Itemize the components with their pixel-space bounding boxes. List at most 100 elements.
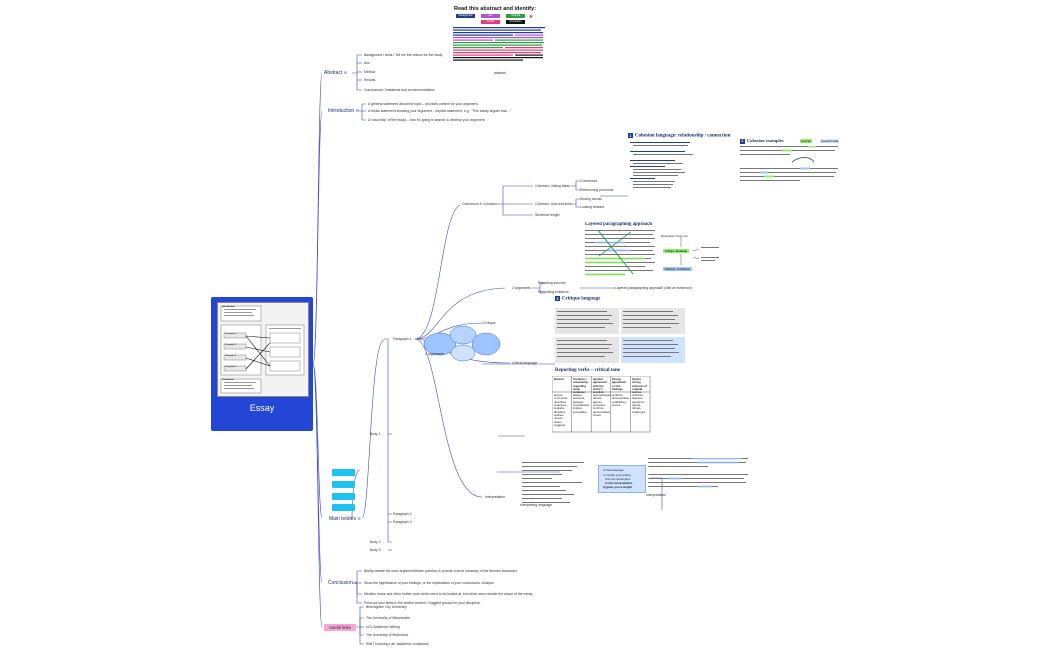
presenting-evidence-node[interactable]: Presenting evidence: [538, 290, 569, 294]
interp-box-line-4: to the interpretation: [605, 481, 633, 485]
chip-results: results: [481, 20, 500, 24]
useful-link-2[interactable]: The University of Manchester: [366, 616, 411, 620]
tag-research-data: research data: [820, 139, 840, 143]
coherence-sub-1[interactable]: Connectors: [580, 179, 598, 183]
body-marker-2: [332, 481, 355, 488]
branch-main-bodies[interactable]: Main bodies ⊖: [329, 516, 361, 522]
branch-introduction-label: Introduction: [328, 108, 355, 114]
tag-sources: sources: [800, 139, 812, 143]
arguments-node[interactable]: 2 arguments: [512, 286, 531, 290]
central-topic-essay[interactable]: Introduction Paragraph 1 Paragraph 2 Par…: [211, 297, 313, 431]
coherence-item-2[interactable]: Cohesion: flow and links: [535, 202, 572, 206]
reporting-header-5: Shows strong criticism of original sourc…: [632, 377, 647, 394]
chip-background: background: [456, 14, 475, 18]
paragraph-2-node[interactable]: Paragraph 2: [393, 512, 412, 516]
reporting-cell-2: alleges, assumes, believes, hypothesises…: [573, 393, 591, 414]
body-2-node[interactable]: Body 2: [370, 540, 381, 544]
critical-language-node[interactable]: Critical language: [512, 361, 538, 365]
abstract-item-1[interactable]: Background / Aims / Tell me the reason f…: [364, 53, 443, 57]
useful-link-5[interactable]: RMIT Learning Lab: academic vocabulary: [366, 642, 429, 646]
coherence-item-1[interactable]: Cohesion: linking ideas: [535, 184, 570, 188]
layered-title: Layered paragraphing approach: [585, 222, 652, 227]
conclusion-item-1[interactable]: Briefly restate the main argument/thesis…: [364, 569, 518, 573]
coherence-node[interactable]: Coherence & Cohesion: [462, 202, 498, 206]
interpreting-language-caption: Interpreting language: [520, 503, 553, 507]
doc-label-paragraph-3: Paragraph 3: [225, 355, 237, 357]
branch-useful-links[interactable]: Useful links: [324, 624, 356, 631]
branch-abstract[interactable]: Abstract ⊖: [324, 70, 347, 76]
interpretation-note-caption: Interpretation: [646, 493, 666, 497]
branch-conclusion-label: Conclusion: [328, 580, 353, 586]
cohesion-examples-text: [740, 146, 838, 181]
reporting-header-1: Neutral: [554, 377, 564, 381]
interp-box-line-2: 1) Create your writing: [603, 473, 631, 477]
paragraph-3-node[interactable]: Paragraph 3: [393, 520, 412, 524]
critique-panel-4: [621, 337, 685, 363]
interp-box-line-1: In this language:: [603, 468, 625, 472]
conclusion-item-3[interactable]: Mention future and other further work wh…: [364, 592, 534, 596]
critique-panel-1: [555, 308, 619, 334]
reporting-header-4: Strong agreement on the findings: [612, 377, 627, 392]
doc-label-paragraph-1: Paragraph 1: [225, 333, 237, 335]
coherence-sub-2[interactable]: Referencing pronouns: [580, 188, 614, 192]
argument-bubbles: [423, 325, 501, 362]
abstract-item-4[interactable]: Results: [364, 78, 376, 82]
reporting-verbs-table: [552, 376, 651, 433]
tag-critique: Critique: Evaluate: [663, 249, 690, 253]
coherence-item-3[interactable]: Sentence length: [535, 213, 560, 217]
useful-link-4[interactable]: The University of Melbourne: [366, 633, 409, 637]
intro-item-3[interactable]: A 'road map' of the essay – how it's goi…: [368, 118, 486, 122]
layered-card: Layered paragraphing approach Descriptio…: [585, 222, 720, 284]
critique-node[interactable]: Critique: [484, 321, 496, 325]
collapse-icon[interactable]: ⊖: [355, 108, 359, 113]
essay-structure-thumbnail: Introduction Paragraph 1 Paragraph 2 Par…: [217, 302, 309, 397]
body-1-node[interactable]: Body 1: [370, 432, 381, 436]
intro-item-1[interactable]: A general statement about the topic – pr…: [368, 102, 479, 106]
reporting-verbs-title: Reporting verbs – critical tone: [555, 368, 620, 373]
collapse-icon[interactable]: ⊖: [357, 516, 361, 521]
doc-label-conclusion: Conclusion: [222, 379, 234, 381]
cohesion-examples-title-text: Cohesion examples: [746, 138, 784, 143]
layered-text-block: [585, 230, 655, 276]
interp-box-line-3: from the description: [605, 477, 631, 481]
abstract-item-3[interactable]: Method: [364, 70, 376, 74]
body-3-node[interactable]: Body 3: [370, 548, 381, 552]
abstract-item-2[interactable]: Aim: [364, 61, 370, 65]
useful-link-1[interactable]: Birmingham City University: [366, 605, 407, 609]
critique-panel-3: [555, 337, 619, 363]
two-arguments-label: 2 arguments: [425, 352, 444, 356]
layered-caption: Layered paragraphing approach (with an e…: [615, 286, 692, 290]
doc-label-paragraph-2: Paragraph 2: [225, 344, 237, 346]
abstract-item-5[interactable]: Conclusions / limitations and recommenda…: [364, 88, 435, 92]
intro-item-2[interactable]: A thesis statement showing your argument…: [368, 109, 512, 113]
cohesion-text-block: [630, 142, 693, 188]
card-number-icon: 3: [555, 296, 560, 301]
paragraph-1-node[interactable]: Paragraph 1: [393, 337, 412, 341]
chevron-left-icon[interactable]: ⊖: [343, 70, 348, 75]
abstract-caption: abstract: [494, 71, 507, 75]
abstract-text-block: [453, 27, 545, 61]
branch-conclusion[interactable]: Conclusion ⊖: [328, 580, 358, 586]
conclusion-item-2[interactable]: Show the significance of your findings, …: [364, 581, 495, 585]
chip-conclusion: conclusion: [506, 20, 525, 24]
coherence-sub-4[interactable]: Looking forward: [580, 205, 605, 209]
reporting-cell-3: acknowledges, admits, agrees, concedes, …: [593, 393, 612, 418]
interpretation-node[interactable]: Interpretation: [485, 495, 505, 499]
useful-link-3[interactable]: UCL Academic Writing: [366, 625, 400, 629]
collapse-icon[interactable]: ⊖: [354, 580, 358, 585]
coherence-sub-3[interactable]: Moving across: [580, 197, 602, 201]
reporting-sources-node[interactable]: Reporting sources: [538, 281, 566, 285]
doc-label-paragraph-4: Paragraph 4: [225, 366, 237, 368]
branch-introduction[interactable]: Introduction ⊖: [328, 108, 359, 114]
chip-method: method: [506, 14, 525, 18]
tag-interpret: Interpret: conclusion: [663, 267, 693, 271]
conclusion-item-4[interactable]: Point out your limits in the written con…: [364, 601, 481, 605]
